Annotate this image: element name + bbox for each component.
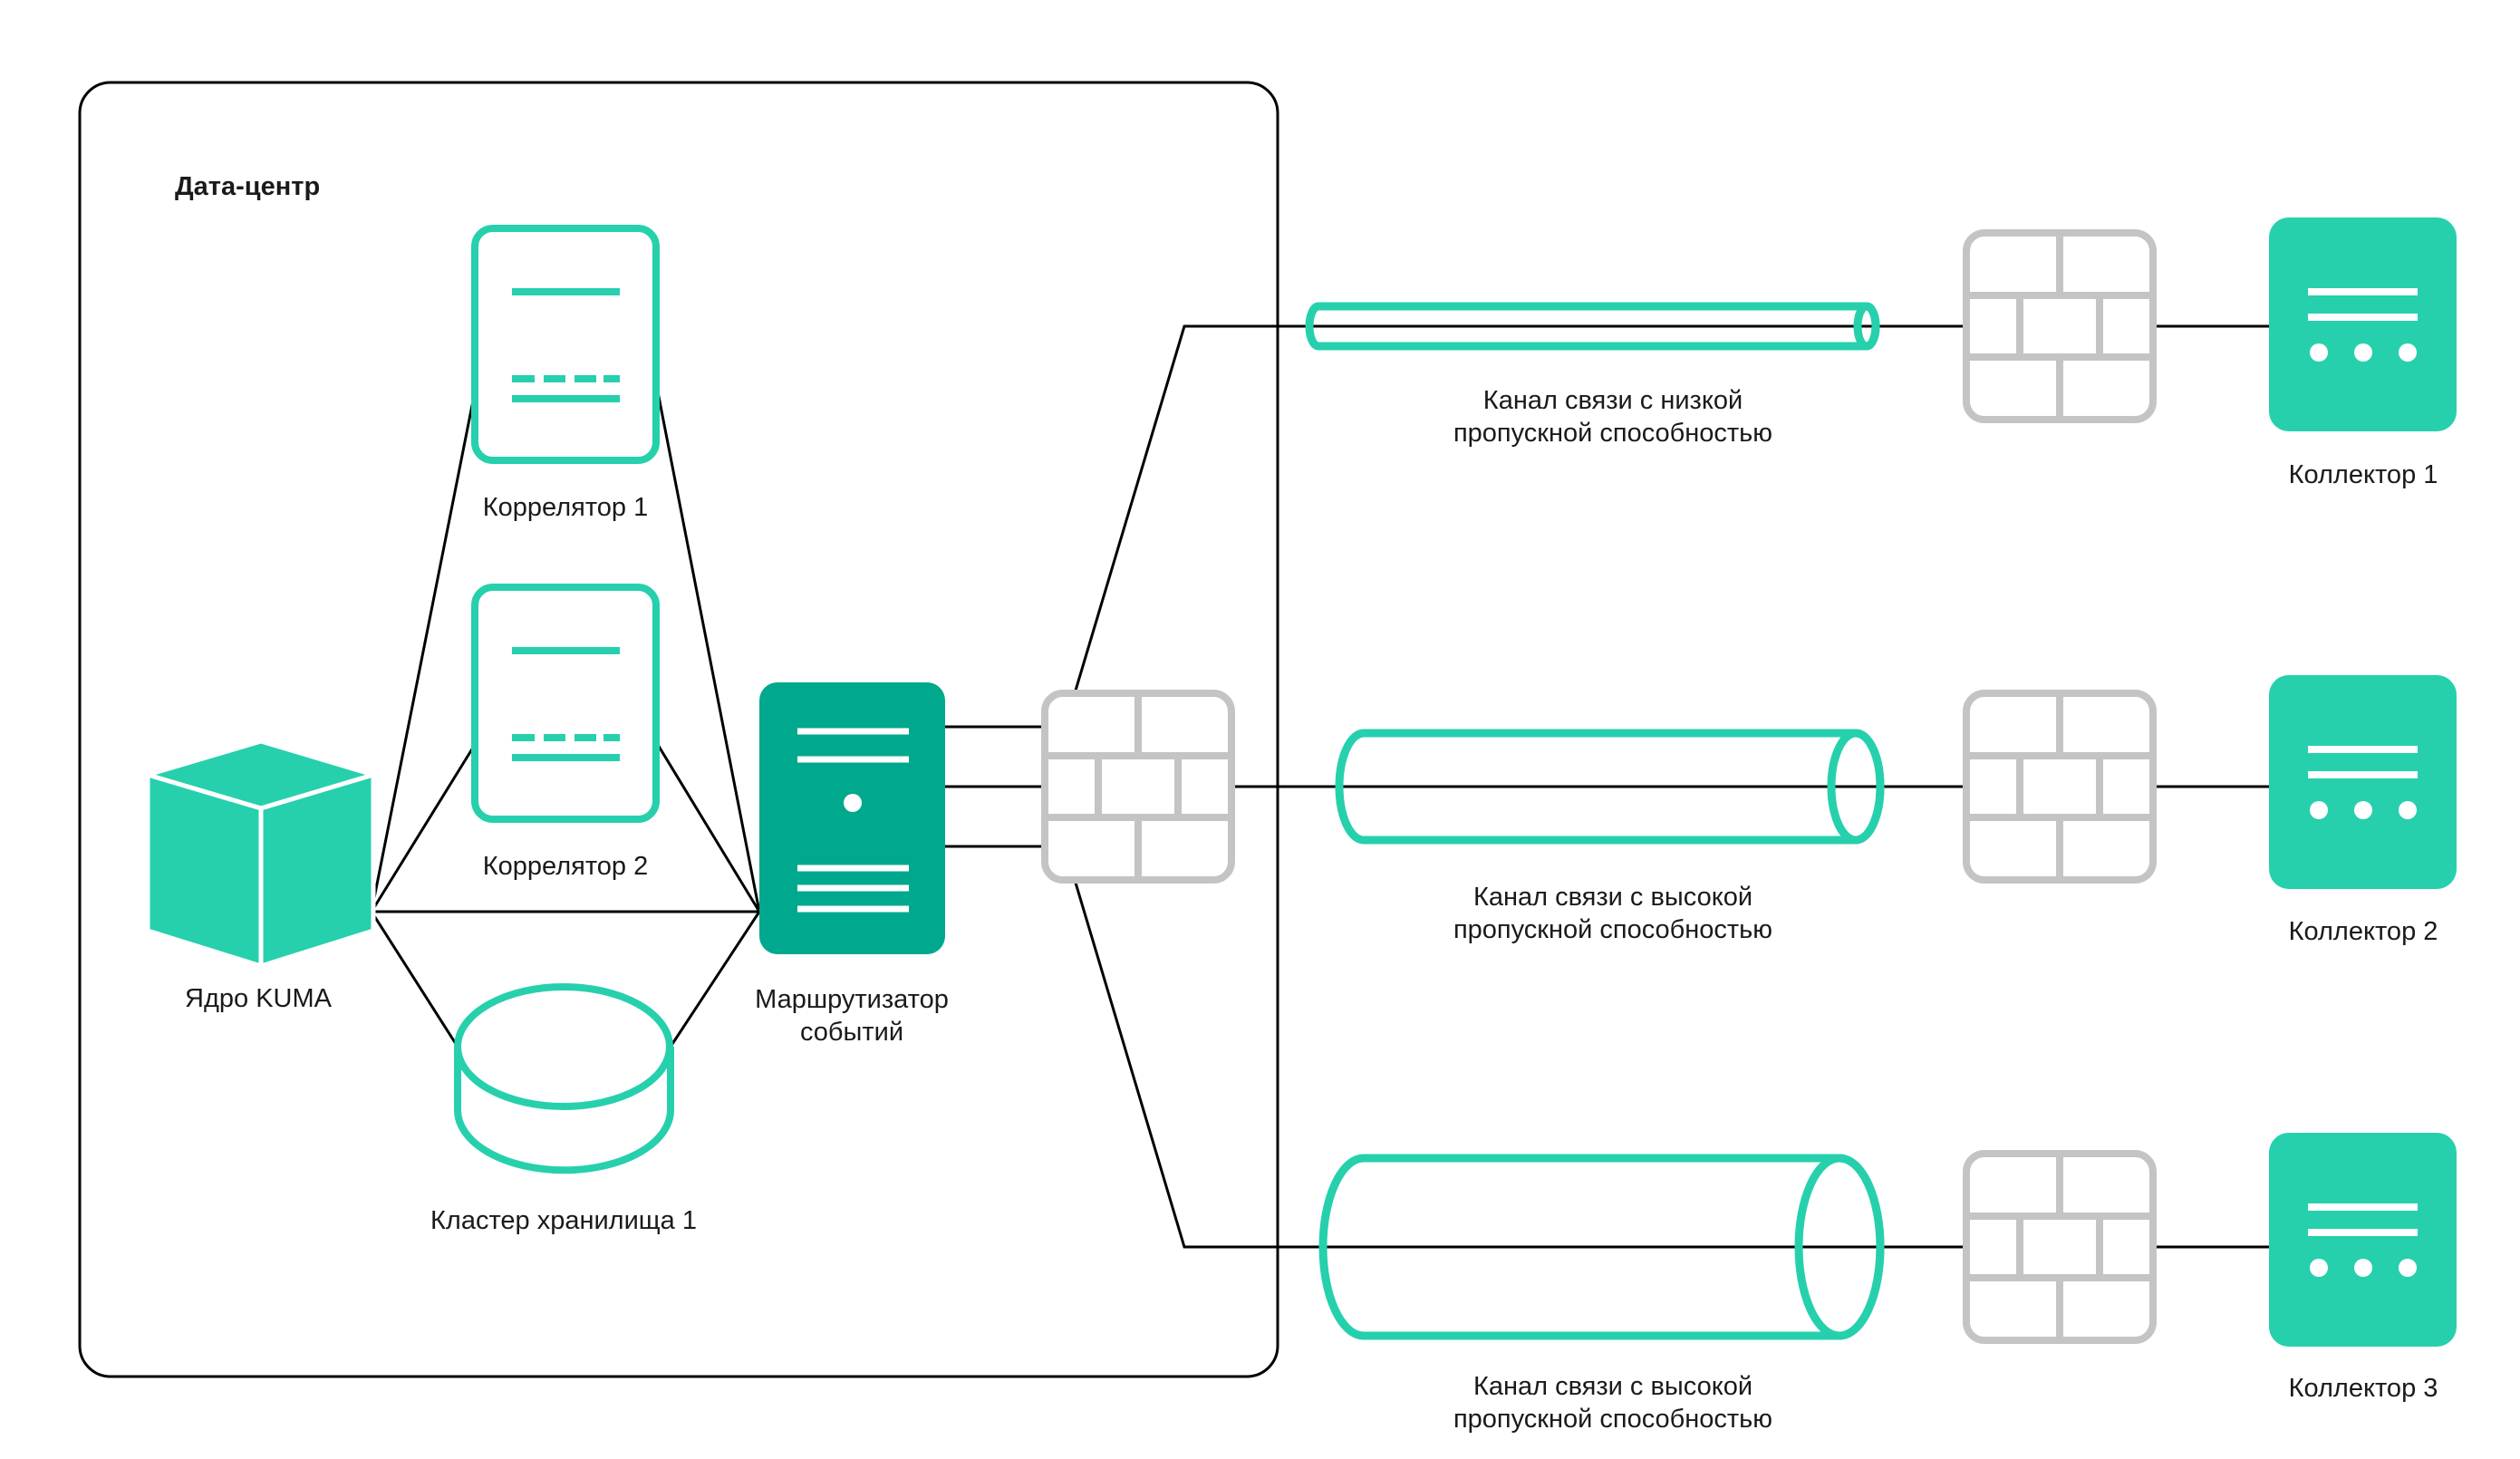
correlator2-label: Коррелятор 2 <box>482 852 649 881</box>
collector2-label: Коллектор 2 <box>2288 917 2438 946</box>
storage-label: Кластер хранилища 1 <box>430 1206 697 1235</box>
collector3-label: Коллектор 3 <box>2288 1374 2438 1403</box>
channel-label-line2: пропускной способностью <box>1453 1405 1773 1434</box>
pipe-icon <box>1305 302 1880 351</box>
collector1-label: Коллектор 1 <box>2288 460 2438 489</box>
firewall-icon <box>1041 690 1235 884</box>
pipe-icon <box>1318 1154 1885 1340</box>
firewall-icon <box>1963 1150 2157 1344</box>
firewall-icon <box>1963 690 2157 884</box>
pipe-icon <box>1335 729 1885 845</box>
router-label-line1: Маршрутизатор <box>755 985 949 1014</box>
channel-label-2: Канал связи с высокой пропускной способн… <box>1414 881 1812 946</box>
channel-label-line1: Канал связи с высокой <box>1472 883 1753 912</box>
cube-icon <box>145 739 376 969</box>
database-icon <box>454 983 674 1174</box>
collector-icon <box>2269 217 2457 431</box>
correlator1-label: Коррелятор 1 <box>482 493 649 522</box>
channel-label-line2: пропускной способностью <box>1453 419 1773 448</box>
channel-label-1: Канал связи с низкой пропускной способно… <box>1414 384 1812 449</box>
server-icon <box>471 584 660 823</box>
server-icon <box>471 225 660 464</box>
channel-label-line1: Канал связи с высокой <box>1472 1372 1753 1401</box>
firewall-icon <box>1963 229 2157 423</box>
collector-icon <box>2269 1133 2457 1347</box>
channel-label-line1: Канал связи с низкой <box>1482 386 1743 415</box>
router-label: Маршрутизатор событий <box>716 983 988 1048</box>
channel-label-line2: пропускной способностью <box>1453 915 1773 944</box>
core-label: Ядро KUMA <box>185 984 332 1013</box>
channel-label-3: Канал связи с высокой пропускной способн… <box>1414 1370 1812 1435</box>
collector-icon <box>2269 675 2457 889</box>
datacenter-title: Дата-центр <box>175 172 321 201</box>
router-label-line2: событий <box>799 1018 904 1047</box>
datacenter-frame <box>78 81 1279 1378</box>
router-icon <box>759 682 945 954</box>
